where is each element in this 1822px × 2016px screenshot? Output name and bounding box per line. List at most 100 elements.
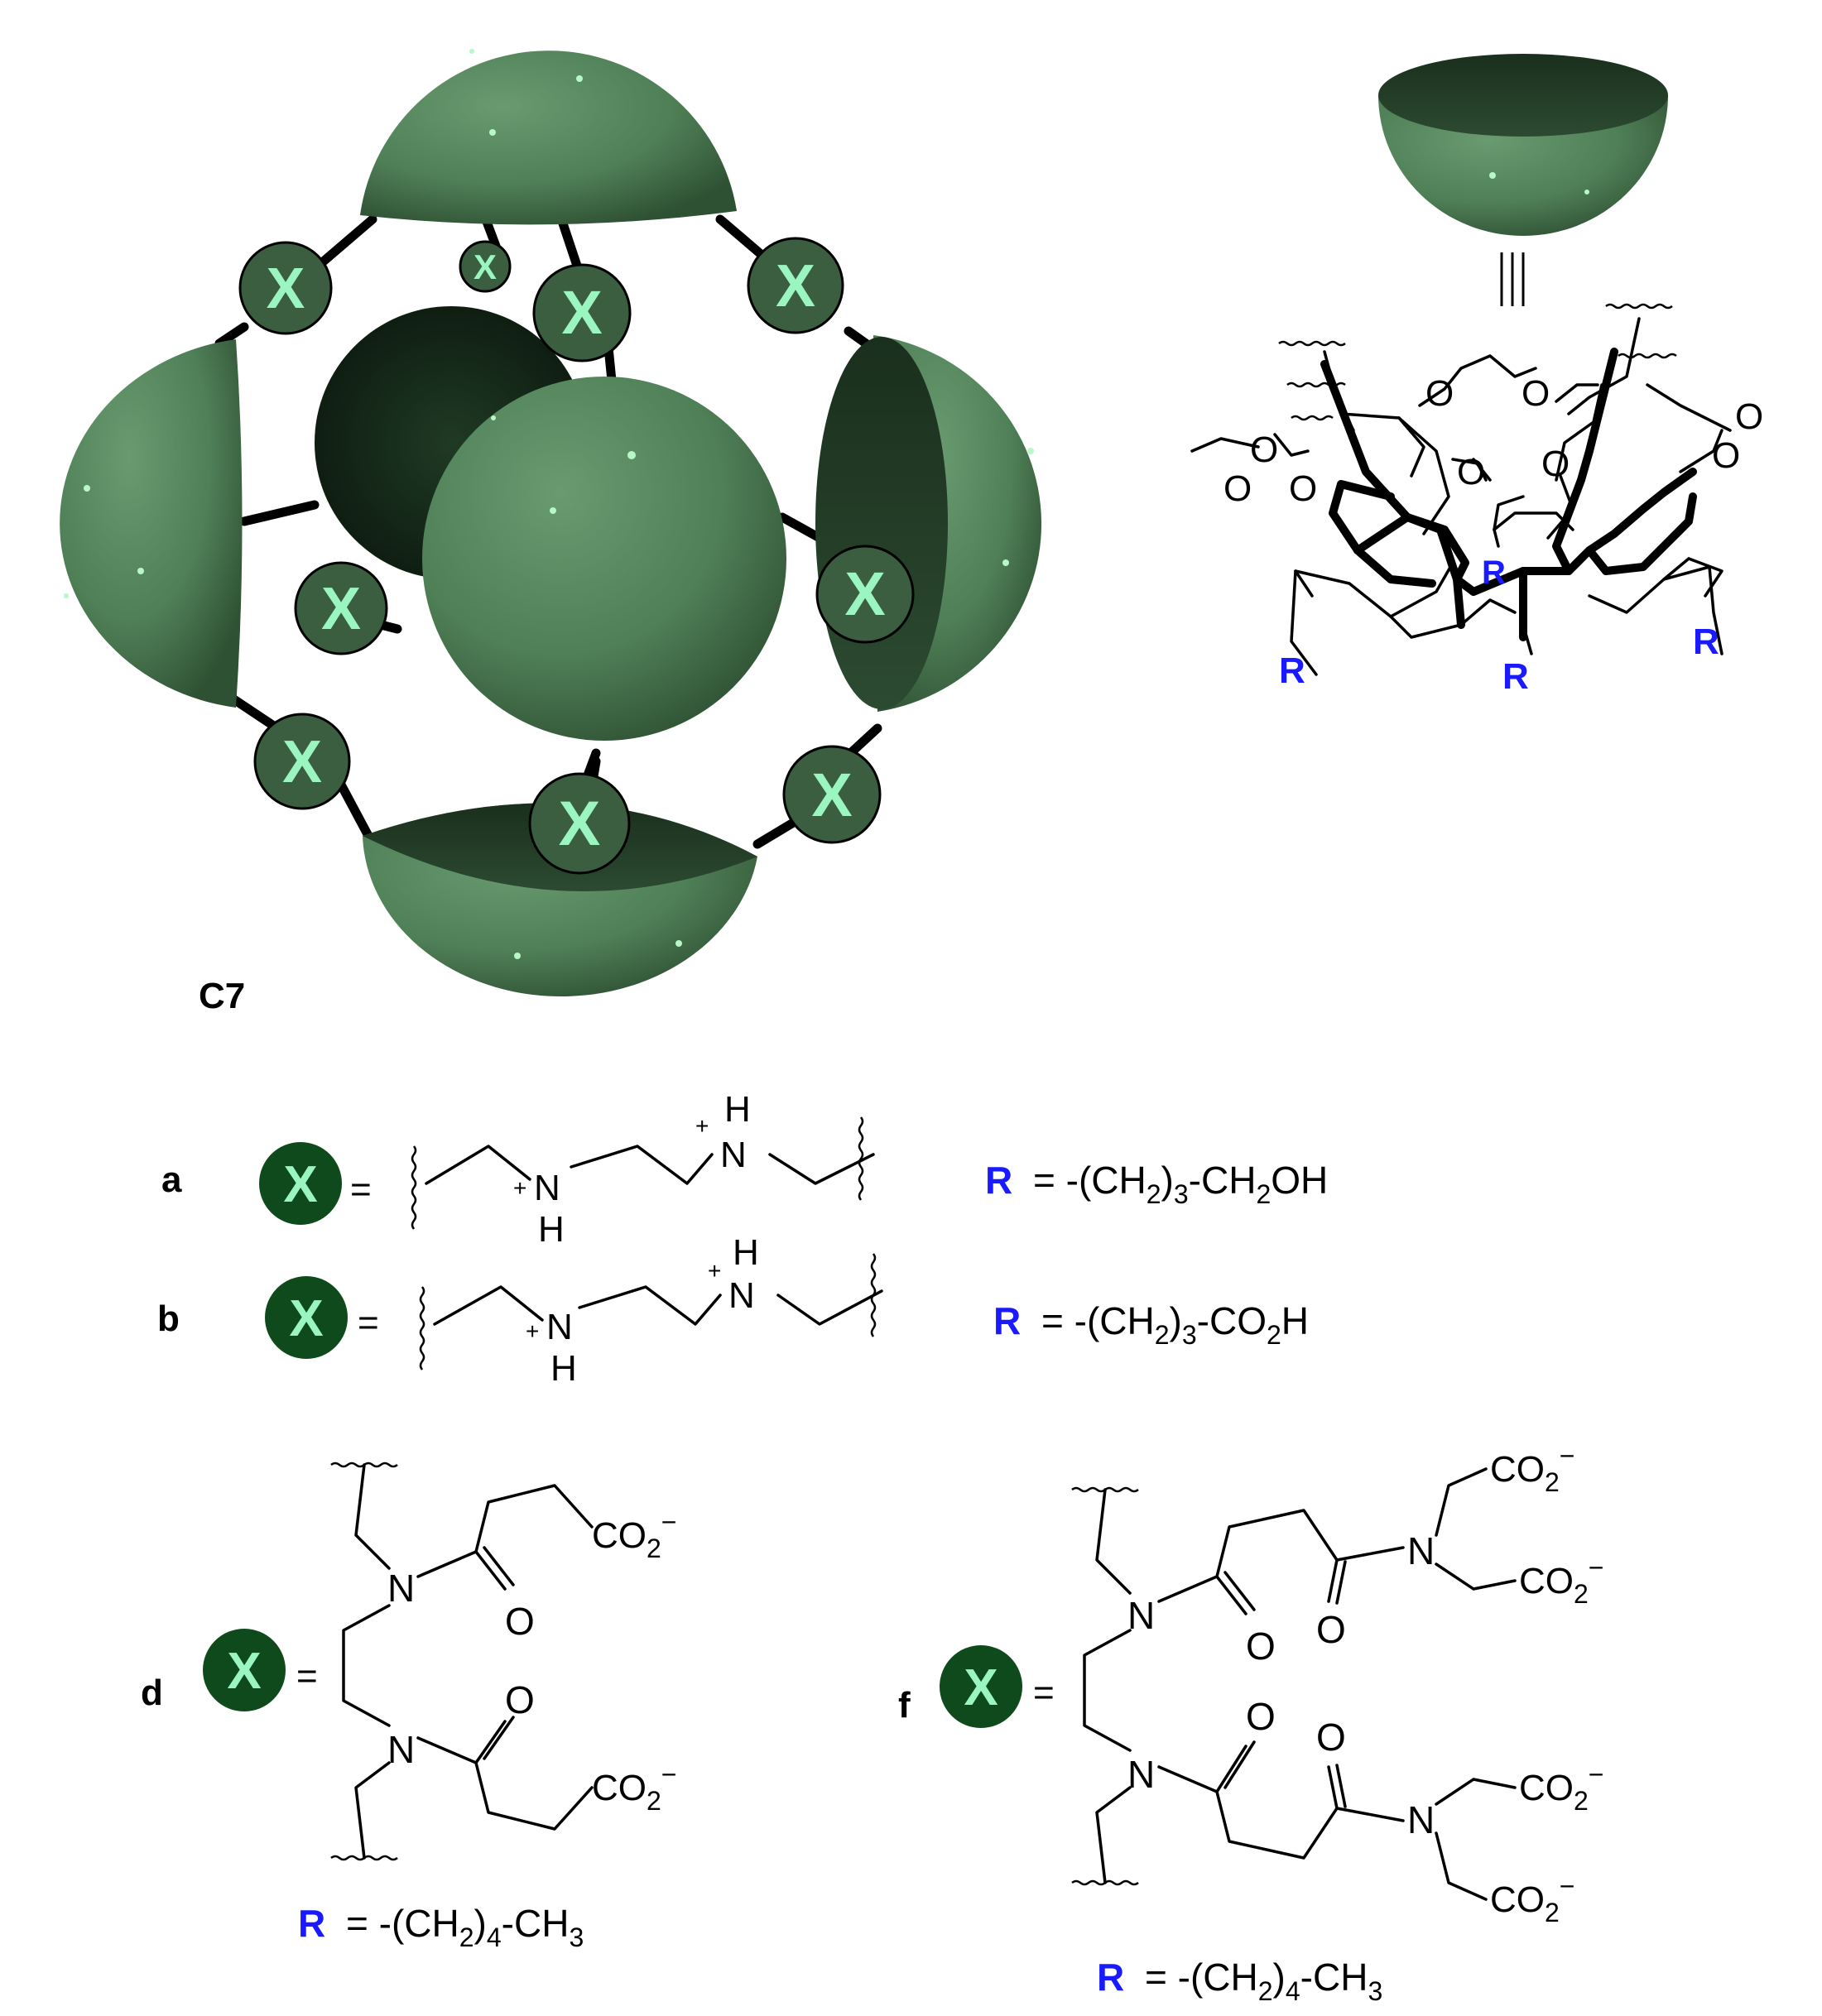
bowl-icon	[1378, 54, 1668, 236]
atom-o: O	[1712, 435, 1740, 476]
charge-plus: +	[708, 1258, 721, 1284]
x-legend-label: X	[964, 1659, 998, 1716]
equals-sign: =	[296, 1656, 318, 1697]
linker-f-structure: N N N N O O O O CO2− CO2− CO2− CO2−	[1071, 1441, 1603, 1927]
x-node-label: X	[811, 761, 852, 829]
atom-o: O	[1541, 444, 1570, 484]
atom-o: O	[1250, 430, 1278, 470]
atom-n: N	[720, 1135, 747, 1175]
atom-o: O	[1735, 396, 1763, 437]
equals-sign: =	[1033, 1673, 1055, 1713]
row-letter: d	[141, 1673, 163, 1713]
atom-n: N	[387, 1728, 415, 1771]
x-legend-node	[203, 1629, 286, 1711]
atom-n: N	[1407, 1529, 1435, 1572]
atom-n: N	[1127, 1753, 1155, 1796]
atom-n: N	[1407, 1798, 1435, 1841]
equals-sign: =	[358, 1303, 379, 1343]
carboxylate: CO2−	[1490, 1441, 1574, 1497]
r-definition: R = -(CH2)3-CH2OH	[985, 1159, 1328, 1209]
x-node: X	[294, 561, 388, 655]
atom-o: O	[1246, 1625, 1276, 1668]
x-legend-node	[265, 1276, 348, 1359]
x-node: X	[528, 772, 631, 875]
charge-plus: +	[695, 1113, 709, 1139]
r-label: R	[1693, 622, 1719, 662]
row-letter: a	[161, 1159, 182, 1200]
carboxylate: CO2−	[592, 1507, 676, 1563]
linker-b-structure: + N H + N H	[419, 1232, 883, 1389]
r-label: R	[1279, 650, 1305, 691]
x-node-label: X	[267, 256, 305, 320]
carboxylate: CO2−	[1519, 1759, 1603, 1816]
r-label: R	[1502, 656, 1529, 697]
x-node-label: X	[282, 729, 322, 795]
atom-h: H	[724, 1089, 751, 1130]
cage-x-nodes: X X X X X X X	[238, 237, 915, 875]
x-legend-label: X	[289, 1290, 323, 1347]
r-label: R	[1482, 554, 1506, 591]
atom-n: N	[546, 1307, 573, 1347]
atom-o: O	[1223, 468, 1252, 509]
charge-plus: +	[526, 1318, 539, 1344]
x-node: X	[532, 263, 632, 362]
atom-h: H	[550, 1348, 577, 1389]
carboxylate: CO2−	[1490, 1871, 1574, 1927]
atom-n: N	[534, 1168, 560, 1208]
atom-o: O	[1522, 373, 1550, 414]
row-f: f X = N N N N O	[898, 1441, 1603, 2006]
atom-n: N	[728, 1275, 755, 1316]
x-node: X	[238, 241, 333, 335]
x-legend-node	[940, 1645, 1022, 1728]
atom-n: N	[1127, 1594, 1155, 1637]
x-legend-label: X	[283, 1156, 317, 1213]
atom-h: H	[538, 1209, 565, 1250]
x-node: X	[815, 545, 915, 644]
atom-o: O	[1316, 1608, 1346, 1651]
atom-o: O	[1457, 452, 1485, 492]
x-node: X	[253, 713, 351, 810]
x-node: X	[747, 237, 844, 334]
equals-sign: =	[350, 1169, 372, 1210]
right-hemisphere	[815, 335, 1042, 712]
carboxylate: CO2−	[1519, 1553, 1603, 1609]
x-node: X	[459, 240, 512, 293]
x-node-label: X	[776, 253, 815, 319]
cage-label: C7	[199, 976, 245, 1016]
cavitand-structure: O O O O O O O O O R R R R	[1190, 303, 1763, 697]
left-hemisphere	[60, 339, 243, 708]
x-legend-node	[259, 1142, 342, 1225]
atom-o: O	[1425, 373, 1454, 414]
r-definition: R = -(CH2)4-CH3	[298, 1902, 584, 1952]
x-legend-label: X	[227, 1643, 261, 1700]
x-node-label: X	[559, 789, 601, 859]
row-letter: b	[157, 1298, 180, 1339]
identical-to-symbol	[1500, 252, 1525, 306]
row-a: a X = + N H + N H R = -(CH2)3-CH2OH	[161, 1089, 1328, 1250]
linker-a-structure: + N H + N H	[411, 1089, 875, 1250]
carboxylate: CO2−	[592, 1759, 676, 1816]
x-node-label: X	[474, 247, 497, 286]
cage-illustration: X X X X X X X	[60, 49, 1042, 1016]
front-sphere	[422, 377, 786, 741]
row-letter: f	[898, 1685, 911, 1726]
atom-o: O	[505, 1600, 535, 1643]
r-definition: R = -(CH2)4-CH3	[1097, 1956, 1382, 2006]
atom-o: O	[1246, 1695, 1276, 1738]
x-node-label: X	[321, 576, 361, 642]
x-node-label: X	[561, 278, 602, 347]
x-node-label: X	[844, 559, 885, 628]
row-d: d X = N N O O CO2− CO2− R = -(CH2)4-CH3	[141, 1462, 676, 1952]
atom-o: O	[1316, 1716, 1346, 1759]
atom-n: N	[387, 1567, 415, 1610]
linker-d-structure: N N O O CO2− CO2−	[330, 1462, 676, 1861]
x-node: X	[782, 745, 882, 844]
charge-plus: +	[513, 1175, 526, 1201]
r-definition: R = -(CH2)3-CO2H	[993, 1299, 1309, 1350]
atom-o: O	[505, 1678, 535, 1721]
row-b: b X = + N H + N H R = -(CH2)3-CO2H	[157, 1232, 1309, 1389]
top-hemisphere	[360, 49, 737, 225]
atom-o: O	[1289, 468, 1317, 509]
atom-h: H	[733, 1232, 759, 1273]
